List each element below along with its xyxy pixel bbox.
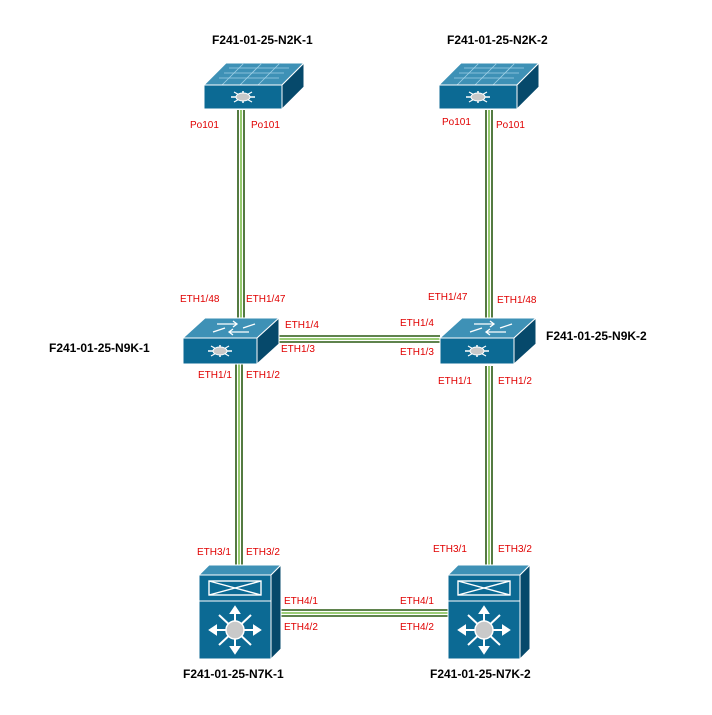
port-label: ETH3/2	[498, 544, 532, 555]
nexus-7k-chassis-icon[interactable]	[446, 563, 532, 661]
node-label-n9k2: F241-01-25-N9K-2	[546, 329, 647, 343]
port-label: ETH1/47	[428, 292, 468, 303]
link-n9k2-n7k2	[485, 366, 493, 566]
port-label: ETH4/2	[400, 622, 434, 633]
port-label: ETH3/1	[197, 547, 231, 558]
port-label: ETH1/3	[281, 344, 315, 355]
node-label-n2k1: F241-01-25-N2K-1	[212, 33, 313, 47]
port-label: ETH1/48	[180, 294, 220, 305]
node-label-n9k1: F241-01-25-N9K-1	[49, 341, 150, 355]
port-label: ETH1/2	[498, 376, 532, 387]
port-label: ETH1/1	[198, 370, 232, 381]
port-label: ETH4/1	[284, 596, 318, 607]
node-label-n7k2: F241-01-25-N7K-2	[430, 667, 531, 681]
port-label: Po101	[442, 117, 471, 128]
port-label: Po101	[251, 120, 280, 131]
nexus-7k-chassis-icon[interactable]	[197, 563, 283, 661]
nexus-2k-switch-icon[interactable]	[202, 61, 306, 111]
nexus-2k-switch-icon[interactable]	[437, 61, 541, 111]
port-label: ETH3/2	[246, 547, 280, 558]
port-label: ETH1/3	[400, 347, 434, 358]
node-label-n7k1: F241-01-25-N7K-1	[183, 667, 284, 681]
layer3-switch-icon[interactable]	[438, 316, 538, 366]
port-label: ETH1/4	[285, 320, 319, 331]
link-n9k1-n7k1	[235, 356, 243, 566]
node-label-n2k2: F241-01-25-N2K-2	[447, 33, 548, 47]
link-n2k2-n9k2	[485, 110, 493, 320]
link-n2k1-n9k1	[237, 110, 245, 325]
port-label: ETH1/2	[246, 370, 280, 381]
port-label: ETH4/1	[400, 596, 434, 607]
port-label: ETH4/2	[284, 622, 318, 633]
port-label: Po101	[496, 120, 525, 131]
layer3-switch-icon[interactable]	[181, 316, 281, 366]
link-n9k1-n9k2	[278, 335, 440, 343]
port-label: ETH1/1	[438, 376, 472, 387]
port-label: ETH1/4	[400, 318, 434, 329]
port-label: ETH1/47	[246, 294, 286, 305]
link-n7k1-n7k2	[278, 609, 450, 617]
port-label: ETH3/1	[433, 544, 467, 555]
port-label: ETH1/48	[497, 295, 537, 306]
port-label: Po101	[190, 120, 219, 131]
